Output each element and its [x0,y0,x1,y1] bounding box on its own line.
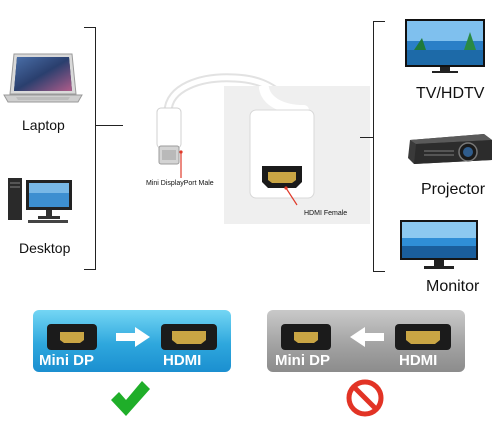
laptop-label: Laptop [22,117,65,133]
unsupported-direction-panel: Mini DP HDMI [267,310,465,372]
mini-dp-port-icon [281,324,331,350]
left-bracket-connector [95,125,123,126]
laptop-icon [2,50,84,110]
unsupported-to-label: HDMI [399,352,438,369]
hdmi-port-icon [395,324,451,350]
right-bracket [373,21,374,272]
right-bracket-bottom [373,271,385,272]
hdmi-female-caption: HDMI Female [304,210,348,217]
monitor-label: Monitor [426,278,480,295]
hdmi-female-connector-icon [236,83,356,206]
arrow-left-icon [349,327,385,347]
hdmi-port-icon [161,324,217,350]
mini-displayport-caption: Mini DisplayPort Male [146,180,214,187]
left-bracket-top [84,27,96,28]
desktop-label: Desktop [19,240,71,256]
left-bracket-bottom [84,269,96,270]
supported-from-label: Mini DP [39,352,94,369]
prohibited-icon [345,378,385,418]
tv-label: TV/HDTV [416,85,485,102]
projector-label: Projector [421,181,486,198]
desktop-computer-icon [6,176,76,224]
supported-to-label: HDMI [163,352,202,369]
monitor-icon [398,218,480,272]
right-bracket-connector [360,137,374,138]
right-bracket-top [373,21,385,22]
checkmark-icon [108,378,152,418]
supported-direction-panel: Mini DP HDMI [33,310,231,372]
projector-icon [404,126,496,170]
left-bracket [95,27,96,270]
unsupported-from-label: Mini DP [275,352,330,369]
tv-icon [404,18,486,74]
arrow-right-icon [115,327,151,347]
mini-dp-port-icon [47,324,97,350]
caption-pointers [179,150,298,206]
